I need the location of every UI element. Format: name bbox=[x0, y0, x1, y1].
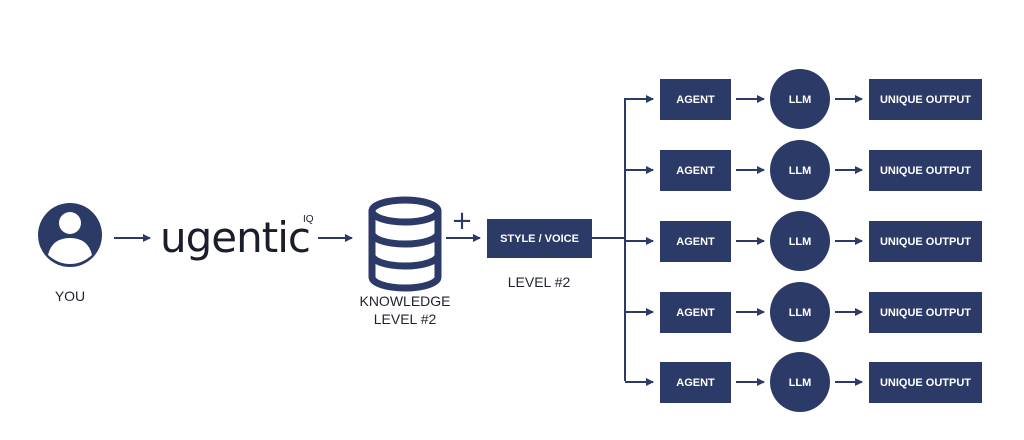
llm-node bbox=[770, 69, 830, 129]
unique-output-box bbox=[869, 362, 982, 403]
llm-label: LLM bbox=[789, 236, 812, 248]
unique-output-label: UNIQUE OUTPUT bbox=[880, 377, 971, 389]
llm-label: LLM bbox=[789, 307, 812, 319]
agent-box bbox=[660, 221, 731, 262]
style-voice-label: STYLE / VOICE bbox=[500, 233, 579, 245]
unique-output-label: UNIQUE OUTPUT bbox=[880, 236, 971, 248]
agent-box bbox=[660, 292, 731, 333]
agent-label: AGENT bbox=[676, 236, 715, 248]
user-label: YOU bbox=[55, 288, 85, 304]
llm-label: LLM bbox=[789, 94, 812, 106]
branches-group: AGENT LLM UNIQUE OUTPUT AGENT LLM UNIQUE OUTP… bbox=[625, 69, 982, 412]
unique-output-label: UNIQUE OUTPUT bbox=[880, 165, 971, 177]
agent-label: AGENT bbox=[676, 94, 715, 106]
style-level-label: LEVEL #2 bbox=[508, 274, 571, 290]
llm-node bbox=[770, 352, 830, 412]
database-icon bbox=[368, 196, 442, 292]
unique-output-box bbox=[869, 79, 982, 120]
agent-box bbox=[660, 362, 731, 403]
knowledge-label-line2: LEVEL #2 bbox=[374, 311, 437, 327]
llm-node bbox=[770, 140, 830, 200]
llm-node bbox=[770, 211, 830, 271]
llm-label: LLM bbox=[789, 377, 812, 389]
ugentic-logo: ugentic bbox=[160, 213, 310, 262]
unique-output-box bbox=[869, 150, 982, 191]
llm-node bbox=[770, 282, 830, 342]
unique-output-box bbox=[869, 221, 982, 262]
ugentic-logo-superscript: IQ bbox=[303, 214, 314, 225]
unique-output-label: UNIQUE OUTPUT bbox=[880, 307, 971, 319]
user-avatar-icon bbox=[38, 203, 102, 267]
style-voice-box bbox=[487, 219, 592, 258]
agent-label: AGENT bbox=[676, 377, 715, 389]
knowledge-label-line1: KNOWLEDGE bbox=[359, 293, 450, 309]
plus-sign: + bbox=[451, 206, 473, 236]
agent-box bbox=[660, 79, 731, 120]
agent-label: AGENT bbox=[676, 307, 715, 319]
agent-label: AGENT bbox=[676, 165, 715, 177]
unique-output-label: UNIQUE OUTPUT bbox=[880, 94, 971, 106]
llm-label: LLM bbox=[789, 165, 812, 177]
agent-box bbox=[660, 150, 731, 191]
unique-output-box bbox=[869, 292, 982, 333]
